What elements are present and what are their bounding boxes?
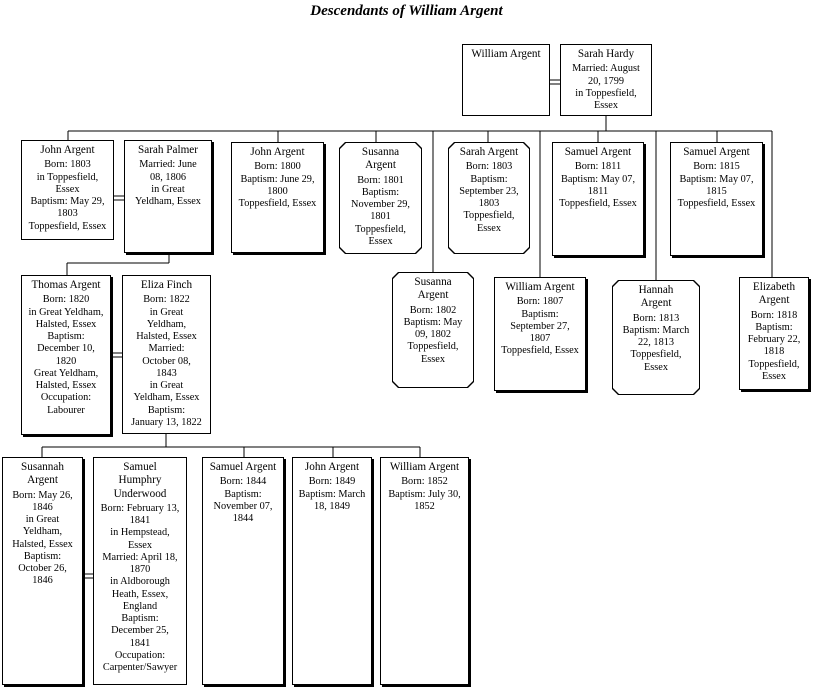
person-susanna-argent-1802: Susanna Argent Born: 1802 Baptism: May 0… (392, 272, 474, 388)
person-name: Eliza Finch (140, 279, 193, 291)
person-name: Susannah Argent (21, 461, 64, 487)
person-william-argent-1852: William Argent Born: 1852 Baptism: July … (380, 457, 469, 685)
person-thomas-argent: Thomas Argent Born: 1820 in Great Yeldha… (21, 275, 111, 435)
person-eliza-finch: Eliza Finch Born: 1822 in Great Yeldham,… (122, 275, 211, 434)
person-name: John Argent (304, 461, 360, 473)
person-name: Samuel Humphry Underwood (113, 461, 167, 500)
person-details: Born: 1811 Baptism: May 07, 1811 Toppesf… (559, 161, 637, 210)
person-name: Samuel Argent (683, 146, 750, 158)
person-samuel-argent-1844: Samuel Argent Born: 1844 Baptism: Novemb… (202, 457, 284, 685)
person-name: Sarah Palmer (138, 144, 198, 156)
person-william-argent-sr: William Argent (462, 44, 550, 116)
person-name: William Argent (471, 48, 541, 60)
person-details: Born: May 26, 1846 in Great Yeldham, Hal… (12, 489, 73, 587)
person-name: Samuel Argent (564, 146, 632, 158)
person-elizabeth-argent: Elizabeth Argent Born: 1818 Baptism: Feb… (739, 277, 809, 390)
person-details: Born: 1801 Baptism: November 29, 1801 To… (351, 174, 410, 247)
person-details: Born: 1807 Baptism: September 27, 1807 T… (501, 296, 579, 357)
person-details: Born: 1820 in Great Yeldham, Halsted, Es… (28, 294, 104, 416)
person-details: Born: 1852 Baptism: July 30, 1852 (388, 476, 461, 512)
person-details: Born: 1803 Baptism: September 23, 1803 T… (459, 161, 519, 234)
person-details: Born: 1803 in Toppesfield, Essex Baptism… (28, 159, 107, 232)
person-name: Sarah Hardy (577, 48, 635, 60)
person-john-argent-1800: John Argent Born: 1800 Baptism: June 29,… (231, 142, 324, 253)
person-details: Born: 1800 Baptism: June 29, 1800 Toppes… (238, 161, 317, 210)
person-details: Born: 1822 in Great Yeldham, Halsted, Es… (131, 294, 202, 428)
person-details: Married: August 20, 1799 in Toppesfield,… (572, 63, 640, 112)
person-sarah-argent-1803: Sarah Argent Born: 1803 Baptism: Septemb… (448, 142, 530, 254)
person-name: Susanna Argent (414, 276, 452, 302)
person-name: Hannah Argent (638, 284, 674, 310)
person-name: John Argent (250, 146, 305, 158)
person-name: William Argent (505, 281, 575, 293)
person-samuel-argent-1811: Samuel Argent Born: 1811 Baptism: May 07… (552, 142, 644, 256)
person-john-argent-1803: John Argent Born: 1803 in Toppesfield, E… (21, 140, 114, 240)
person-name: Samuel Argent (209, 461, 277, 473)
person-name: Susanna Argent (361, 146, 400, 172)
chart-title: Descendants of William Argent (310, 3, 503, 19)
person-name: Elizabeth Argent (752, 281, 796, 307)
person-name: Sarah Argent (459, 146, 519, 158)
person-samuel-humphry-underwood: Samuel Humphry Underwood Born: February … (93, 457, 187, 685)
person-william-argent-1807: William Argent Born: 1807 Baptism: Septe… (494, 277, 586, 391)
person-details: Born: 1802 Baptism: May 09, 1802 Toppesf… (403, 304, 463, 365)
person-hannah-argent: Hannah Argent Born: 1813 Baptism: March … (612, 280, 700, 395)
person-name: John Argent (40, 144, 95, 156)
person-details: Married: June 08, 1806 in Great Yeldham,… (135, 159, 201, 208)
person-susannah-argent: Susannah Argent Born: May 26, 1846 in Gr… (2, 457, 83, 685)
person-details: Born: 1844 Baptism: November 07, 1844 (213, 476, 273, 525)
person-susanna-argent-1801: Susanna Argent Born: 1801 Baptism: Novem… (339, 142, 422, 254)
person-sarah-palmer: Sarah Palmer Married: June 08, 1806 in G… (124, 140, 212, 253)
person-details: Born: 1818 Baptism: February 22, 1818 To… (747, 309, 801, 382)
person-details: Born: February 13, 1841 in Hempstead, Es… (100, 502, 180, 674)
person-details: Born: 1813 Baptism: March 22, 1813 Toppe… (622, 312, 690, 373)
person-samuel-argent-1815: Samuel Argent Born: 1815 Baptism: May 07… (670, 142, 763, 256)
person-name: William Argent (389, 461, 460, 473)
person-sarah-hardy: Sarah Hardy Married: August 20, 1799 in … (560, 44, 652, 116)
person-name: Thomas Argent (31, 279, 101, 291)
person-john-argent-1849: John Argent Born: 1849 Baptism: March 18… (292, 457, 372, 685)
person-details: Born: 1849 Baptism: March 18, 1849 (298, 476, 366, 512)
person-details: Born: 1815 Baptism: May 07, 1815 Toppesf… (677, 161, 756, 210)
